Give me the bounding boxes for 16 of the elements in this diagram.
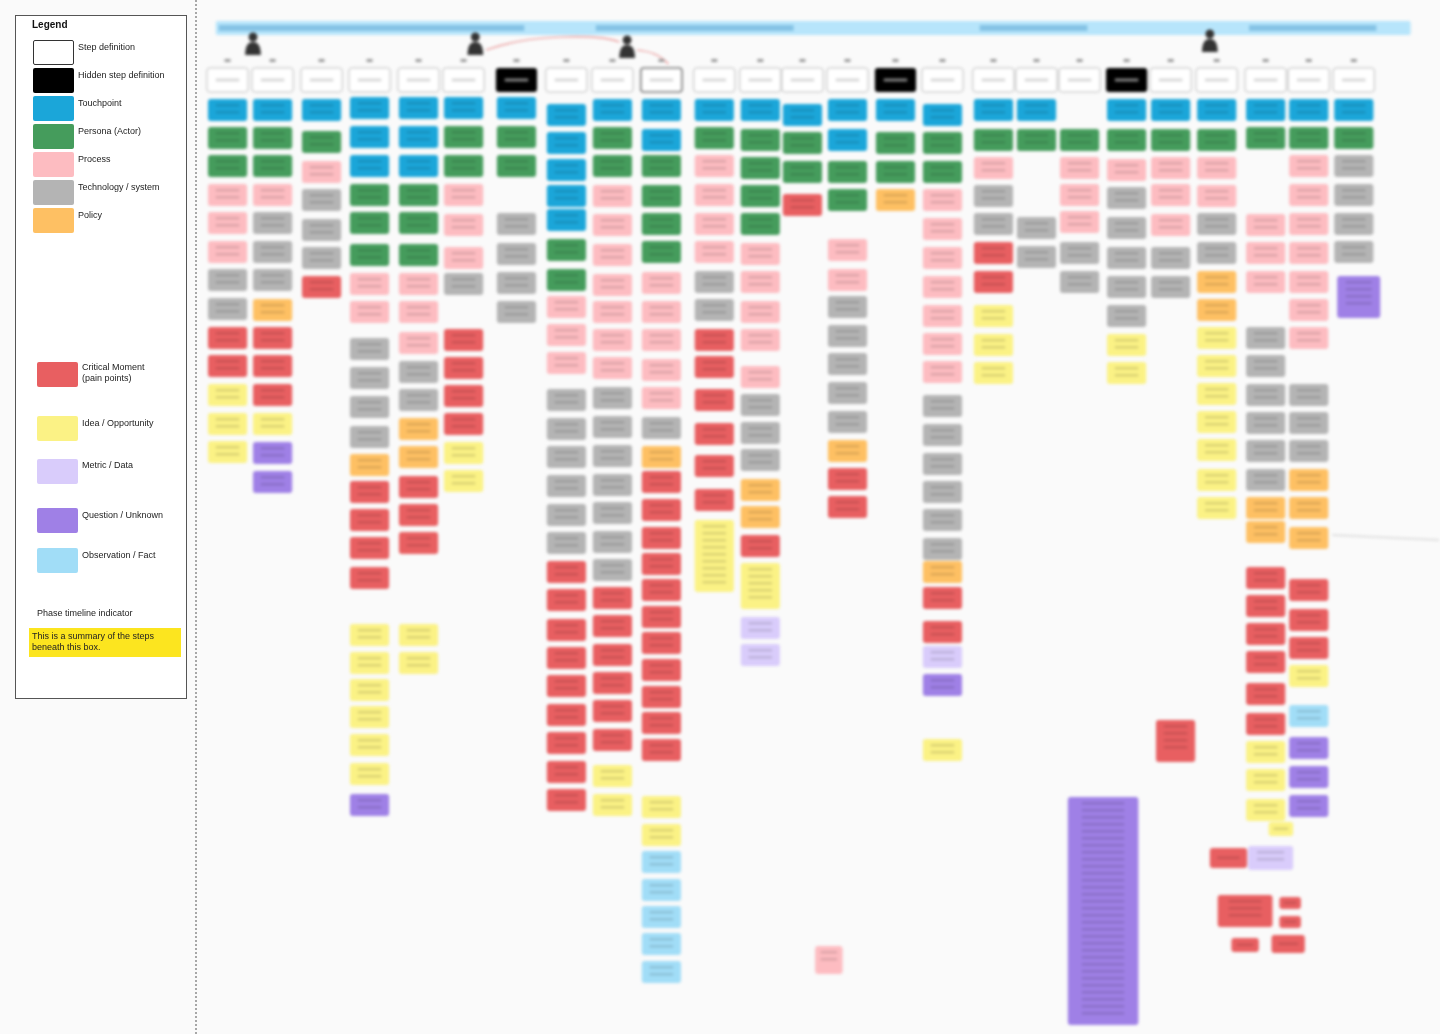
legend-title: Legend <box>32 19 68 30</box>
legend-label: Metric / Data <box>82 460 133 472</box>
legend-label: Persona (Actor) <box>78 126 142 138</box>
legend-label: Question / Unknown <box>82 510 164 522</box>
legend-label: Touchpoint <box>78 98 122 110</box>
legend-label: Idea / Opportunity <box>82 418 154 430</box>
summary-note: This is a summary of the steps beneath this box. <box>29 628 181 657</box>
legend-label: Process <box>78 154 111 166</box>
legend-label: Critical Moment (pain points) <box>82 362 146 385</box>
legend-label: Technology / system <box>78 182 160 194</box>
legend-label: Phase timeline indicator <box>37 608 133 620</box>
legend-label: Policy <box>78 210 102 222</box>
legend-label: Observation / Fact <box>82 550 156 562</box>
legend-label: Step definition <box>78 42 136 54</box>
legend-panel <box>15 15 187 699</box>
legend-label: Hidden step definition <box>78 70 165 82</box>
